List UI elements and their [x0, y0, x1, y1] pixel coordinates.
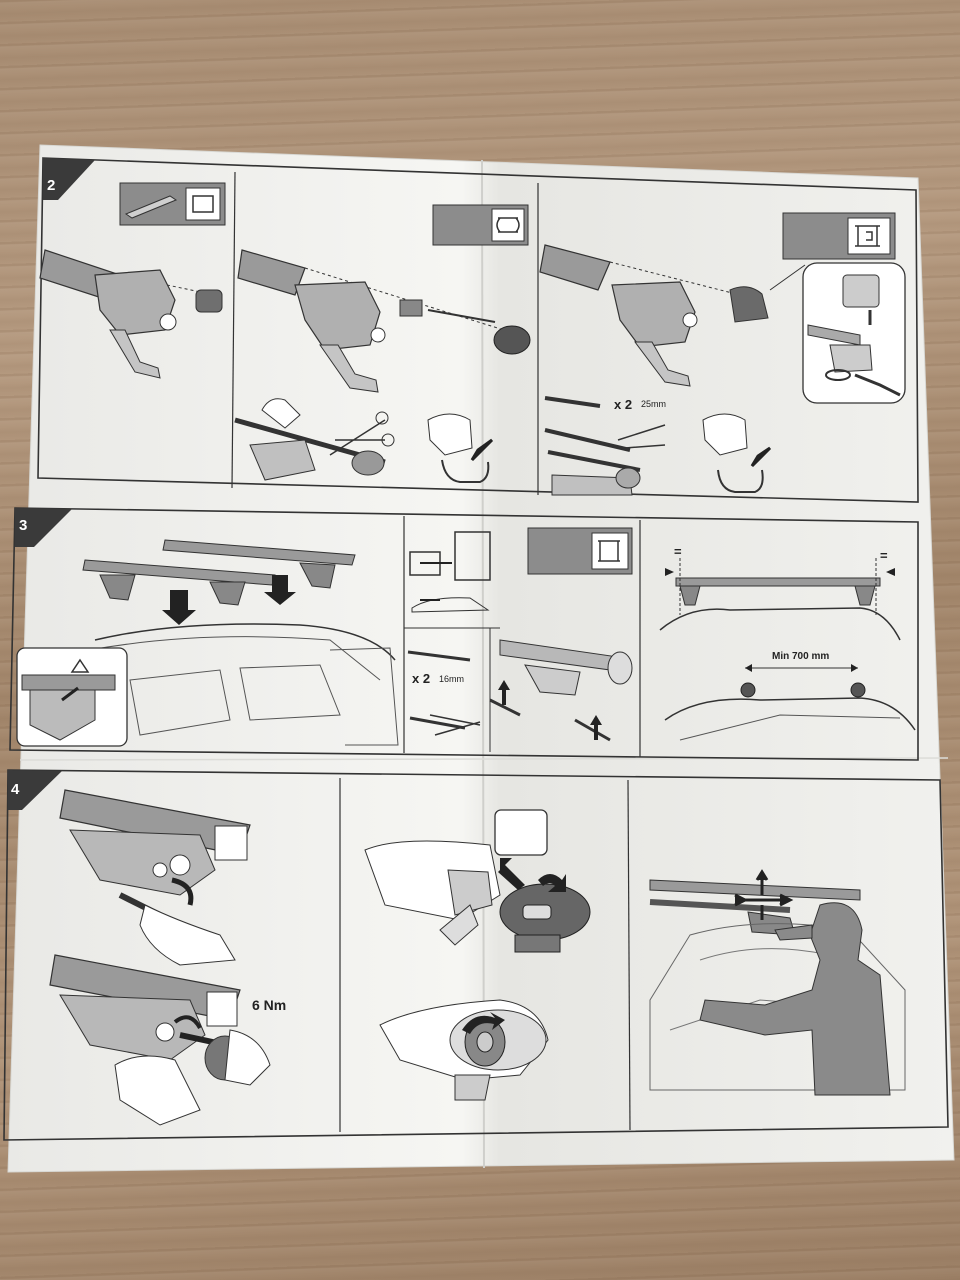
step-4-badge: [8, 770, 62, 810]
step-2-cut-length: 25mm: [641, 399, 667, 409]
step-4-panel: [3, 769, 949, 1141]
equal-spacing-mark-left: =: [674, 544, 682, 559]
arrow-icon: [470, 438, 494, 462]
paper-sheet: [7, 144, 955, 1173]
step-2-quantity: x 2: [614, 397, 633, 412]
step-3-number: 3: [19, 517, 28, 534]
hand-icon: [261, 398, 301, 429]
step-3-cut-length: 16mm: [439, 674, 465, 684]
min-spacing-label: Min 700 mm: [772, 651, 830, 662]
step-2-panel: [37, 157, 919, 503]
step-3-badge: [15, 508, 72, 547]
step-3-panel: [9, 507, 919, 761]
down-arrow-icon: [162, 590, 196, 625]
person-icon: [699, 902, 891, 1096]
car-roof-icon: [94, 623, 396, 661]
allen-key-icon: [854, 373, 901, 397]
scissors-icon: [329, 419, 386, 456]
step-4-number: 4: [11, 781, 20, 798]
step-2-badge: [43, 158, 95, 200]
step-3-quantity: x 2: [412, 671, 431, 686]
step-2-number: 2: [47, 177, 56, 194]
torque-label: 6 Nm: [252, 997, 287, 1013]
paper-fold-vertical: [481, 159, 485, 1169]
end-cap-icon: [195, 289, 223, 313]
equal-spacing-mark-right: =: [880, 548, 888, 563]
rubber-strip-icon: [427, 309, 496, 323]
